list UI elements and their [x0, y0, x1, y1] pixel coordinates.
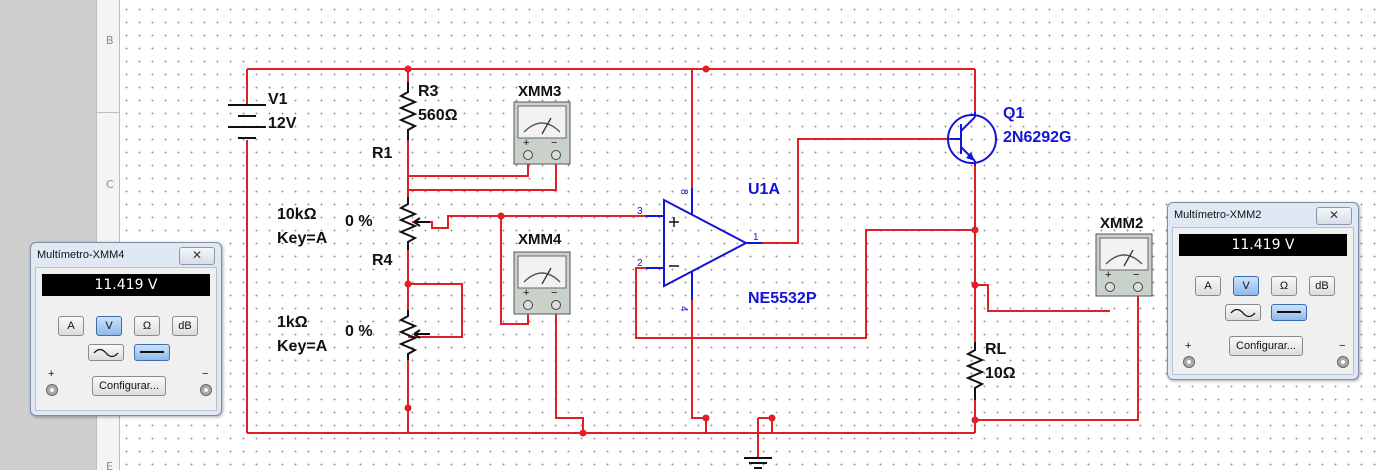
ground-symbol [744, 457, 772, 469]
multimeter-reading: 11.419 V [42, 274, 210, 296]
minus-terminal[interactable] [1337, 356, 1349, 368]
r3-name: R3 [418, 83, 439, 100]
configure-button[interactable]: Configurar... [1229, 336, 1303, 356]
potentiometer-r4[interactable] [398, 197, 418, 250]
xmm2-name: XMM2 [1100, 215, 1143, 232]
ruler-label-c: C [106, 178, 114, 191]
pot2-percent: 0 % [345, 323, 373, 340]
minus-terminal-label: − [202, 368, 209, 380]
opamp-pin-2: 2 [637, 258, 643, 269]
mode-button-volt[interactable]: V [1233, 276, 1259, 296]
q1-part: 2N6292G [1003, 129, 1072, 146]
plus-terminal-label: + [1185, 340, 1192, 352]
u1a-part: NE5532P [748, 290, 817, 307]
mode-button-ohm[interactable]: Ω [1271, 276, 1297, 296]
junction-dot [971, 416, 979, 424]
resistor-rl[interactable] [965, 342, 985, 400]
close-button[interactable]: ✕ [179, 247, 215, 265]
rl-name: RL [985, 341, 1007, 358]
meter-xmm4[interactable]: + − [513, 251, 571, 315]
opamp-u1a[interactable] [646, 188, 762, 300]
r4-percent: 0 % [345, 213, 373, 230]
junction-dot [702, 414, 710, 422]
r1-label: R1 [372, 145, 393, 162]
r3-value: 560Ω [418, 107, 458, 124]
opamp-pin-1: 1 [753, 232, 759, 243]
sine-wave-icon [93, 348, 119, 358]
dc-line-icon [140, 351, 164, 353]
mode-button-decibel[interactable]: dB [172, 316, 198, 336]
xmm4-name: XMM4 [518, 231, 562, 248]
meter-xmm2[interactable]: + − [1095, 233, 1153, 297]
multimeter-title: Multímetro-XMM4 [37, 249, 125, 261]
plus-terminal[interactable] [1183, 356, 1195, 368]
r4-key: Key=A [277, 230, 328, 247]
v1-value: 12V [268, 115, 297, 132]
ruler-label-e: E [106, 460, 113, 473]
multimeter-window-xmm2[interactable]: Multímetro-XMM2 ✕ 11.419 V A V Ω dB Conf… [1167, 202, 1359, 380]
multimeter-window-xmm4[interactable]: Multímetro-XMM4 ✕ 11.419 V A V Ω dB Conf… [30, 242, 222, 416]
resistor-r3[interactable] [398, 82, 418, 140]
xmm3-minus: − [551, 137, 557, 149]
junction-dot [579, 429, 587, 437]
multimeter-title: Multímetro-XMM2 [1174, 209, 1262, 221]
rl-value: 10Ω [985, 365, 1016, 382]
xmm2-minus: − [1133, 269, 1139, 281]
v1-name: V1 [268, 91, 288, 108]
q1-name: Q1 [1003, 105, 1024, 122]
opamp-pin-8: 8 [678, 189, 689, 195]
junction-dot [971, 281, 979, 289]
junction-dot [768, 414, 776, 422]
dc-mode-button[interactable] [134, 344, 170, 361]
multimeter-reading: 11.419 V [1179, 234, 1347, 256]
junction-dot [404, 404, 412, 412]
mode-button-ampere[interactable]: A [1195, 276, 1221, 296]
r4-name: R4 [372, 252, 393, 269]
ac-mode-button[interactable] [1225, 304, 1261, 321]
xmm4-plus: + [523, 287, 529, 299]
minus-terminal-label: − [1339, 340, 1346, 352]
mode-button-volt[interactable]: V [96, 316, 122, 336]
junction-dot [702, 65, 710, 73]
dc-mode-button[interactable] [1271, 304, 1307, 321]
multimeter-body: 11.419 V A V Ω dB Configurar... + − [1172, 227, 1354, 375]
ruler-tick [97, 112, 119, 113]
mode-button-ohm[interactable]: Ω [134, 316, 160, 336]
pot2-value: 1kΩ [277, 314, 308, 331]
xmm3-plus: + [523, 137, 529, 149]
dc-line-icon [1277, 311, 1301, 313]
pot2-key: Key=A [277, 338, 328, 355]
u1a-name: U1A [748, 181, 780, 198]
junction-dot [404, 65, 412, 73]
sine-wave-icon [1230, 308, 1256, 318]
mode-button-ampere[interactable]: A [58, 316, 84, 336]
xmm4-minus: − [551, 287, 557, 299]
potentiometer-1k[interactable] [398, 310, 418, 360]
mode-button-decibel[interactable]: dB [1309, 276, 1335, 296]
junction-dot [971, 226, 979, 234]
meter-xmm3[interactable]: + − [513, 101, 571, 165]
multimeter-body: 11.419 V A V Ω dB Configurar... + − [35, 267, 217, 411]
r4-value: 10kΩ [277, 206, 317, 223]
opamp-pin-4: 4 [678, 306, 689, 312]
minus-terminal[interactable] [200, 384, 212, 396]
xmm2-plus: + [1105, 269, 1111, 281]
ruler-label-b: B [106, 34, 114, 47]
opamp-pin-3: 3 [637, 206, 643, 217]
junction-dot [497, 212, 505, 220]
junction-dot [404, 280, 412, 288]
configure-button[interactable]: Configurar... [92, 376, 166, 396]
junctions [404, 65, 979, 437]
plus-terminal[interactable] [46, 384, 58, 396]
transistor-q1[interactable] [947, 112, 997, 166]
xmm3-name: XMM3 [518, 83, 561, 100]
plus-terminal-label: + [48, 368, 55, 380]
battery-v1[interactable] [228, 104, 266, 139]
ac-mode-button[interactable] [88, 344, 124, 361]
close-button[interactable]: ✕ [1316, 207, 1352, 225]
